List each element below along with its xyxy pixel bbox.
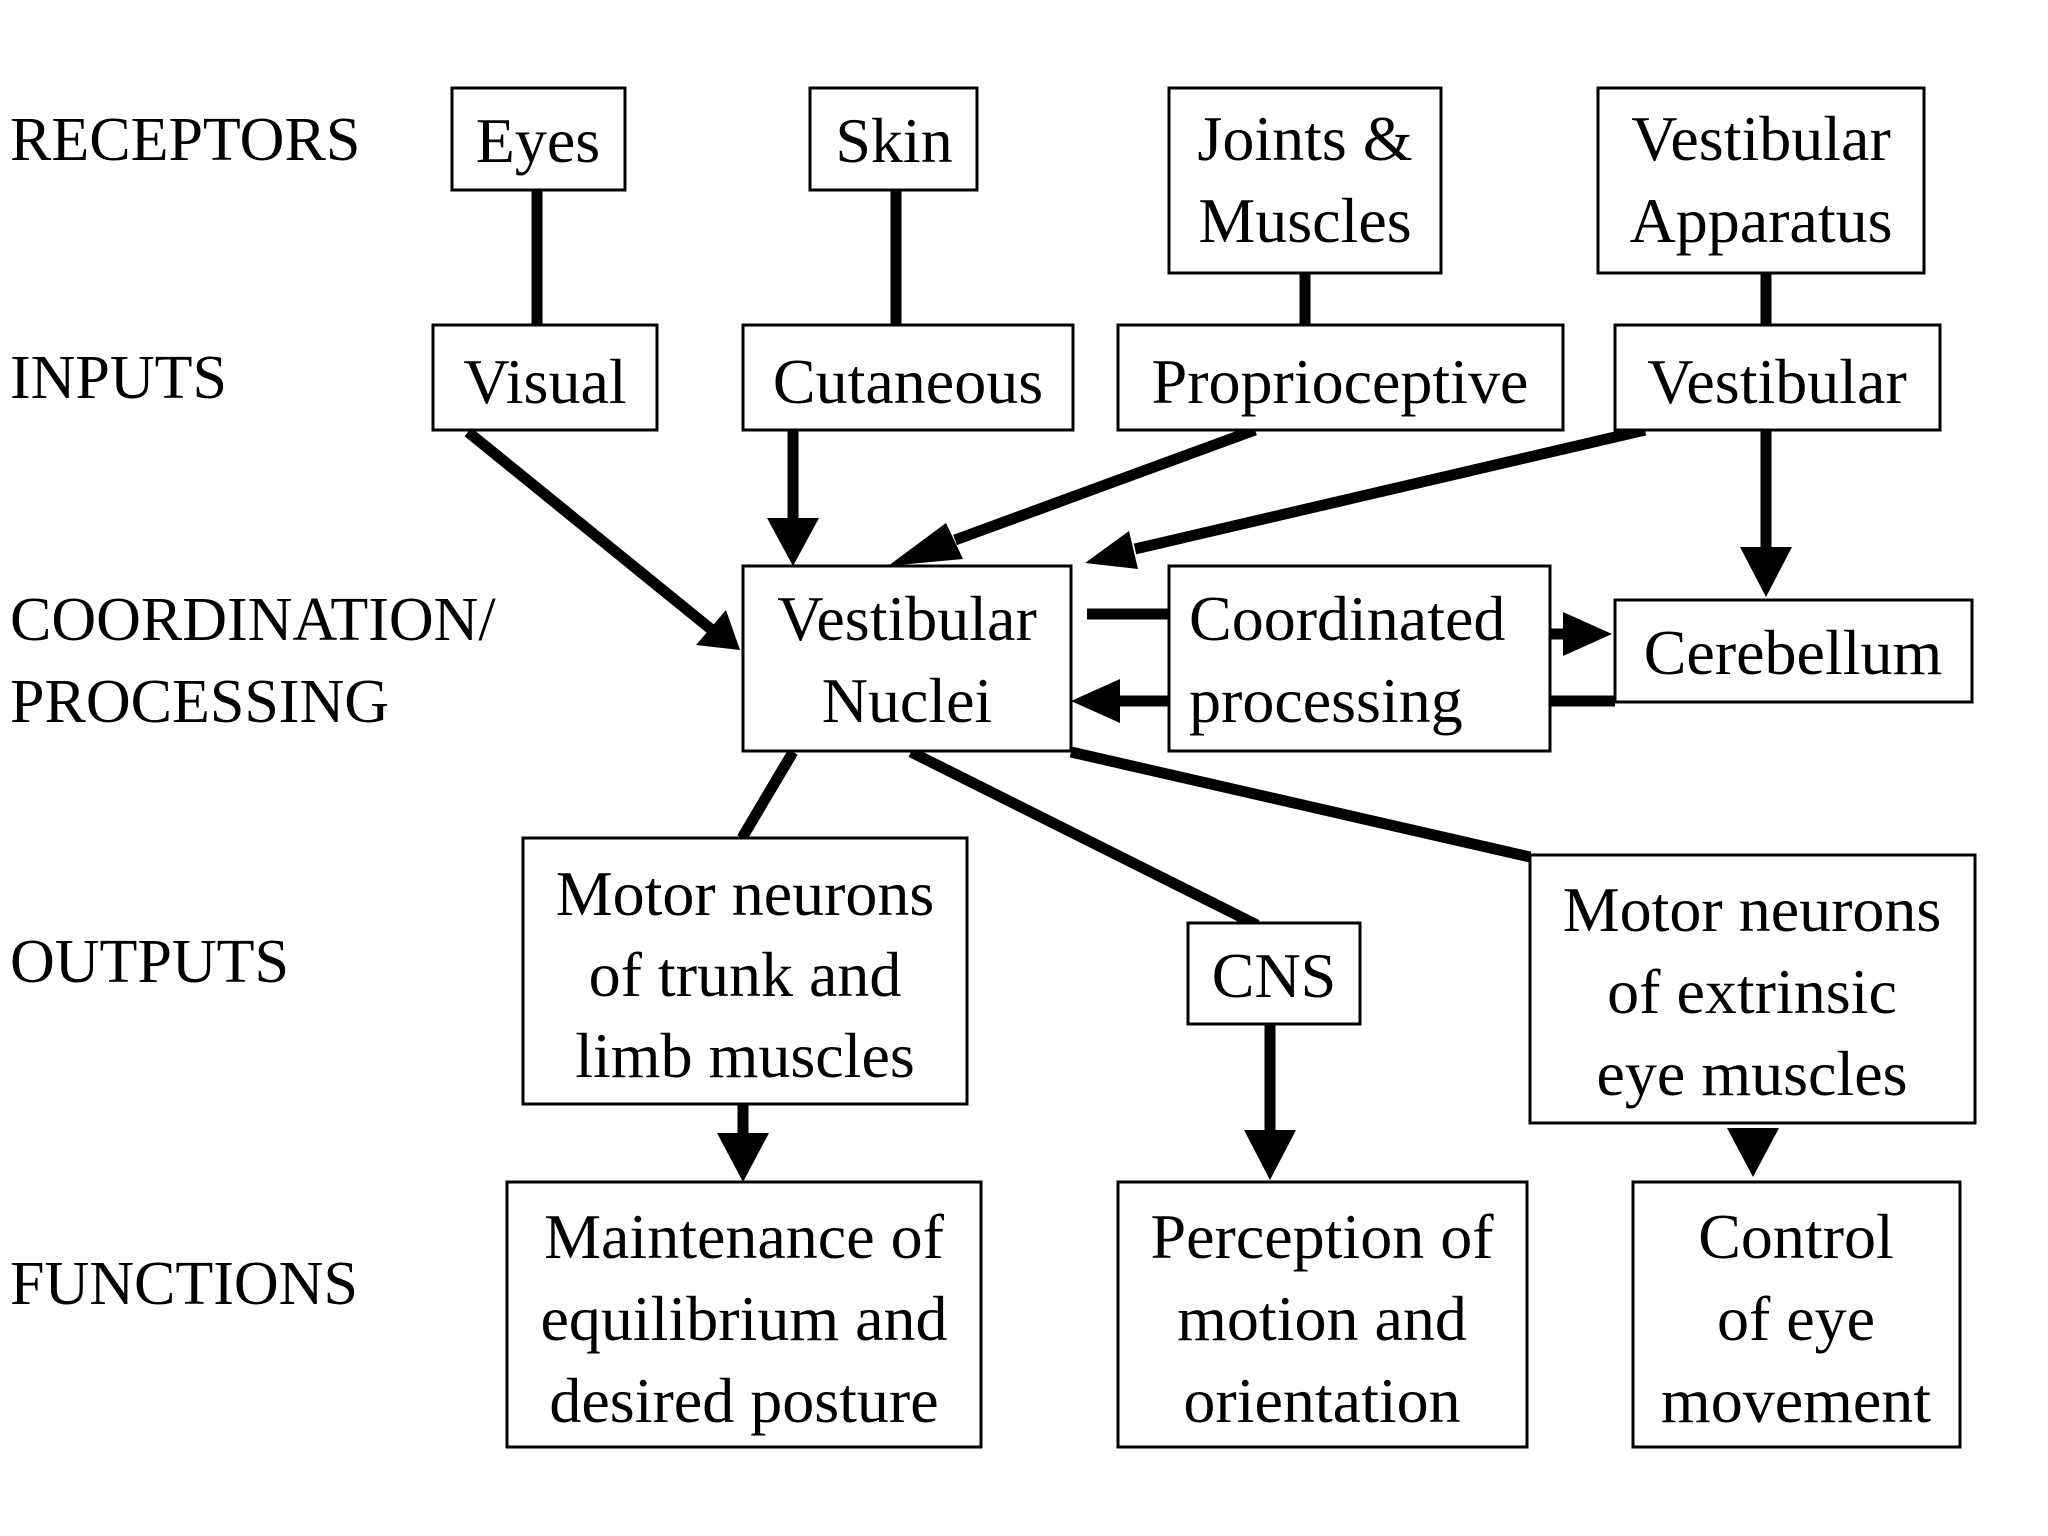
function-equilibrium-box: Maintenance of equilibrium and desired p… <box>505 1180 983 1449</box>
arrow-vestibular-to-nuclei <box>1133 424 1647 555</box>
function-equilibrium-label-2: equilibrium and <box>540 1283 947 1354</box>
function-perception-box: Perception of motion and orientation <box>1116 1180 1529 1449</box>
row-label-processing: PROCESSING <box>10 668 389 736</box>
connector-nuclei-eye-neurons <box>1069 746 1532 863</box>
function-control-label-3: movement <box>1661 1365 1931 1436</box>
receptor-eyes-label: Eyes <box>476 105 600 176</box>
row-label-functions: FUNCTIONS <box>10 1250 358 1318</box>
arrowhead-proprioceptive-to-nuclei <box>888 523 963 566</box>
input-cutaneous-label: Cutaneous <box>773 346 1043 417</box>
receptor-vestibular-apparatus-box: Vestibular Apparatus <box>1596 86 1926 275</box>
function-perception-label-1: Perception of <box>1151 1201 1495 1272</box>
arrowhead-visual-to-nuclei <box>696 610 740 650</box>
output-eye-label-1: Motor neurons <box>1563 874 1942 945</box>
function-control-label-1: Control <box>1698 1201 1894 1272</box>
vestibular-nuclei-label-1: Vestibular <box>777 583 1037 654</box>
function-control-label-2: of eye <box>1717 1283 1875 1354</box>
arrowhead-cns-to-perception <box>1244 1130 1296 1180</box>
row-label-outputs: OUTPUTS <box>10 928 289 996</box>
function-perception-label-2: motion and <box>1177 1283 1467 1354</box>
connector-nuclei-trunk-neurons <box>737 749 798 841</box>
input-proprioceptive-box: Proprioceptive <box>1116 323 1565 432</box>
cerebellum-label: Cerebellum <box>1644 617 1943 688</box>
receptor-vestibular-label: Vestibular <box>1631 103 1891 174</box>
function-equilibrium-label-1: Maintenance of <box>544 1201 945 1272</box>
arrowhead-to-nuclei <box>1071 679 1120 723</box>
arrowhead-vestibular-to-cerebellum <box>1740 547 1792 597</box>
output-eye-muscle-neurons-box: Motor neurons of extrinsic eye muscles <box>1528 853 1977 1125</box>
function-perception-label-3: orientation <box>1183 1365 1460 1436</box>
input-proprioceptive-label: Proprioceptive <box>1152 346 1529 417</box>
connector-nuclei-cns <box>908 747 1260 930</box>
receptor-skin-label: Skin <box>835 105 952 176</box>
input-cutaneous-box: Cutaneous <box>741 323 1075 432</box>
arrowhead-to-cerebellum <box>1563 612 1612 656</box>
arrowhead-trunk-to-equilibrium <box>717 1133 769 1182</box>
output-cns-label: CNS <box>1212 940 1337 1011</box>
input-visual-box: Visual <box>431 323 659 432</box>
arrowhead-eye-neurons-to-control <box>1727 1128 1779 1177</box>
connectors <box>464 190 1792 1182</box>
receptor-apparatus-label: Apparatus <box>1629 185 1892 256</box>
output-eye-label-2: of extrinsic <box>1607 956 1897 1027</box>
coordinated-processing-box: Coordinated processing <box>1167 564 1552 753</box>
input-vestibular-box: Vestibular <box>1613 323 1942 432</box>
input-visual-label: Visual <box>463 346 626 417</box>
function-eye-control-box: Control of eye movement <box>1631 1180 1962 1449</box>
processing-label: processing <box>1189 665 1463 736</box>
receptor-skin-box: Skin <box>808 86 979 192</box>
cerebellum-box: Cerebellum <box>1613 598 1974 704</box>
receptor-eyes-box: Eyes <box>450 86 627 192</box>
receptor-joints-label: Joints & <box>1197 103 1412 174</box>
row-label-inputs: INPUTS <box>10 344 227 412</box>
input-vestibular-label: Vestibular <box>1647 346 1907 417</box>
function-equilibrium-label-3: desired posture <box>549 1365 938 1436</box>
output-trunk-label-1: Motor neurons <box>556 858 935 929</box>
arrow-proprioceptive-to-nuclei <box>953 424 1257 546</box>
vestibular-nuclei-box: Vestibular Nuclei <box>741 564 1073 753</box>
output-cns-box: CNS <box>1186 921 1362 1026</box>
receptor-muscles-label: Muscles <box>1198 185 1411 256</box>
output-eye-label-3: eye muscles <box>1597 1038 1908 1109</box>
arrow-visual-to-nuclei <box>464 427 716 635</box>
receptor-joints-muscles-box: Joints & Muscles <box>1167 86 1443 275</box>
output-trunk-limb-neurons-box: Motor neurons of trunk and limb muscles <box>521 836 969 1106</box>
row-label-receptors: RECEPTORS <box>10 106 360 174</box>
arrowhead-vestibular-to-nuclei <box>1085 531 1138 569</box>
output-trunk-label-3: limb muscles <box>575 1020 915 1091</box>
coordinated-label: Coordinated <box>1189 583 1505 654</box>
row-label-coordination: COORDINATION/ <box>10 586 496 654</box>
output-trunk-label-2: of trunk and <box>589 939 902 1010</box>
vestibular-nuclei-label-2: Nuclei <box>822 665 993 736</box>
arrowhead-cutaneous-to-nuclei <box>767 518 819 566</box>
